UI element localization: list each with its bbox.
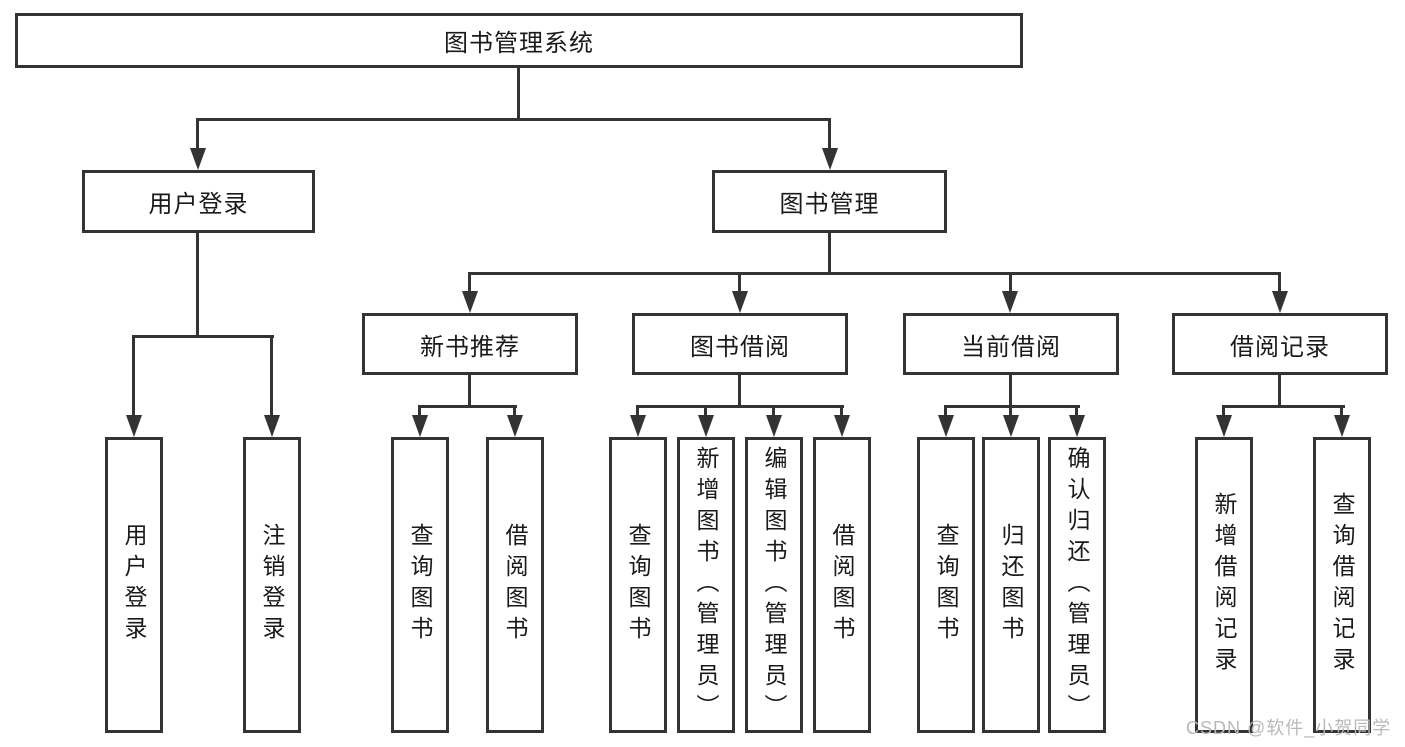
connector-drop-leaf (1075, 405, 1078, 417)
arrow-down-icon (1216, 415, 1232, 437)
arrow-down-icon (1002, 291, 1018, 313)
arrow-down-icon (698, 415, 714, 437)
node-book-management: 图书管理 (712, 170, 947, 233)
node-user-login: 用户登录 (82, 170, 315, 233)
arrow-down-icon (190, 148, 206, 170)
connector-drop-level3 (468, 272, 471, 295)
arrow-down-icon (1272, 291, 1288, 313)
leaf-return-books: 归还图书 (982, 437, 1040, 733)
connector-drop-leaf (840, 405, 843, 417)
node-new-book-recommend: 新书推荐 (362, 313, 578, 375)
connector-drop-leaf (704, 405, 707, 417)
leaf-query-books-current: 查询图书 (917, 437, 975, 733)
node-root: 图书管理系统 (15, 13, 1023, 68)
connector-user-login-fork (132, 335, 274, 338)
leaf-add-borrow-record: 新增借阅记录 (1195, 437, 1253, 733)
connector-level3-fork (468, 272, 1281, 275)
arrow-down-icon (1003, 415, 1019, 437)
node-borrowing-records: 借阅记录 (1172, 313, 1388, 375)
connector-fork (418, 405, 517, 408)
csdn-watermark: CSDN @软件_小贺同学 (1186, 718, 1392, 738)
connector-drop-leaf (513, 405, 516, 417)
arrow-down-icon (462, 291, 478, 313)
arrow-down-icon (507, 415, 523, 437)
leaf-user-login: 用户登录 (105, 437, 163, 733)
arrow-down-icon (630, 415, 646, 437)
arrow-down-icon (732, 291, 748, 313)
connector-drop-leaf (772, 405, 775, 417)
leaf-borrow-books-rec: 借阅图书 (486, 437, 544, 733)
arrow-down-icon (938, 415, 954, 437)
connector-level2-fork (196, 118, 831, 121)
arrow-down-icon (1334, 415, 1350, 437)
leaf-edit-books-admin: 编辑图书（管理员） (745, 437, 803, 733)
leaf-logout-login: 注销登录 (243, 437, 301, 733)
arrow-down-icon (1069, 415, 1085, 437)
arrow-down-icon (126, 415, 142, 437)
connector-drop-user-login (196, 118, 199, 154)
leaf-query-borrow-record: 查询借阅记录 (1313, 437, 1371, 733)
connector-drop-leaf (944, 405, 947, 417)
connector-drop-leaf (270, 335, 273, 417)
connector-drop-level3 (738, 272, 741, 295)
connector-stub (738, 373, 741, 407)
connector-fork (1222, 405, 1345, 408)
connector-fork (944, 405, 1080, 408)
connector-drop-book-mgmt (828, 118, 831, 154)
arrow-down-icon (264, 415, 280, 437)
connector-user-login-stub (196, 231, 199, 337)
connector-stub (1278, 373, 1281, 407)
node-book-borrowing: 图书借阅 (632, 313, 848, 375)
node-current-borrowing: 当前借阅 (903, 313, 1119, 375)
connector-drop-leaf (1340, 405, 1343, 417)
connector-stub (468, 373, 471, 407)
connector-drop-leaf (132, 335, 135, 417)
arrow-down-icon (834, 415, 850, 437)
arrow-down-icon (766, 415, 782, 437)
connector-book-mgmt-stub (828, 231, 831, 274)
leaf-add-books-admin: 新增图书（管理员） (677, 437, 735, 733)
leaf-query-books-rec: 查询图书 (391, 437, 449, 733)
connector-fork (636, 405, 844, 408)
connector-stub (1009, 373, 1012, 407)
connector-root-trunk (517, 68, 520, 120)
connector-drop-level3 (1009, 272, 1012, 295)
leaf-confirm-return-admin: 确认归还（管理员） (1048, 437, 1106, 733)
arrow-down-icon (412, 415, 428, 437)
connector-drop-leaf (1009, 405, 1012, 417)
connector-drop-leaf (1222, 405, 1225, 417)
leaf-query-books-borrow: 查询图书 (609, 437, 667, 733)
connector-drop-leaf (636, 405, 639, 417)
connector-drop-leaf (418, 405, 421, 417)
connector-drop-level3 (1278, 272, 1281, 295)
leaf-borrow-books-borrow: 借阅图书 (813, 437, 871, 733)
arrow-down-icon (822, 148, 838, 170)
